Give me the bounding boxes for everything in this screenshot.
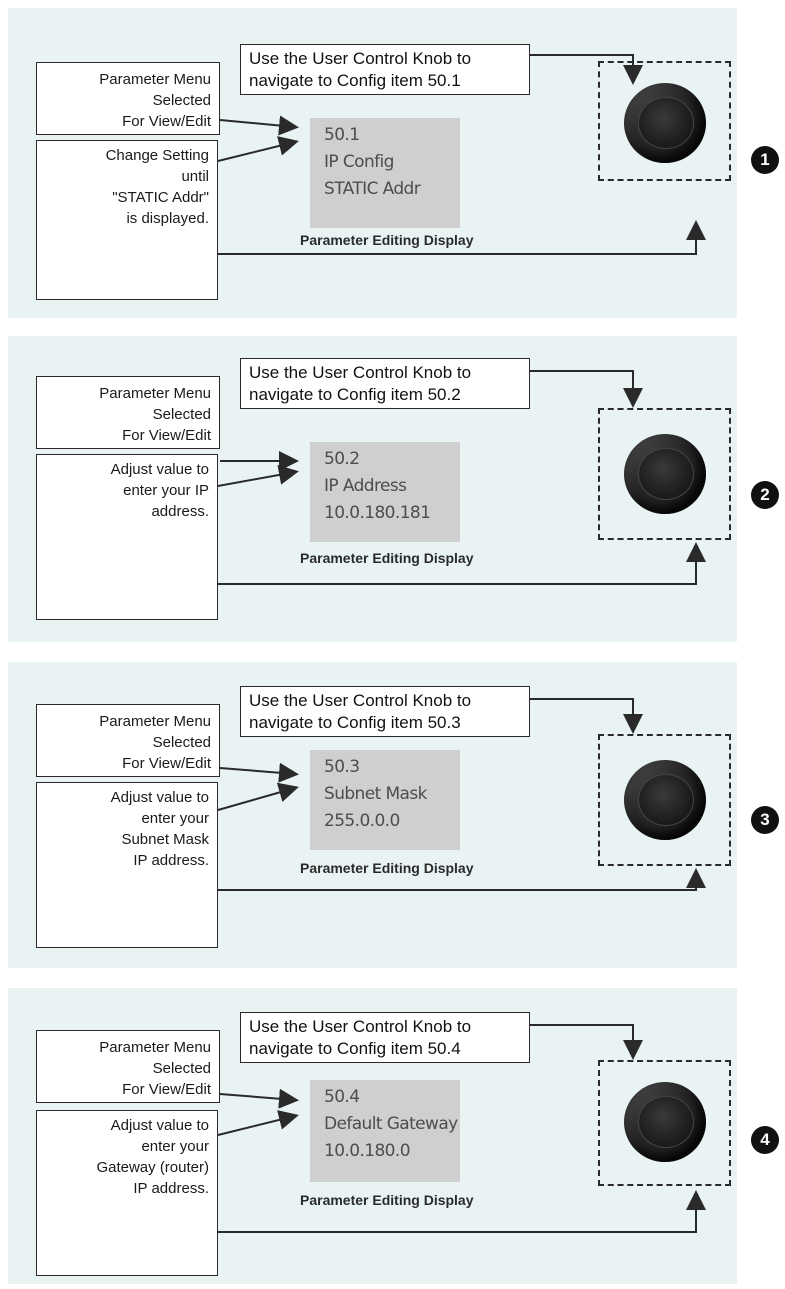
action-line: Change Setting — [105, 147, 209, 164]
display-caption: Parameter Editing Display — [300, 860, 474, 876]
knob-instruction-line: navigate to Config item 50.4 — [249, 1039, 461, 1058]
parameter-editing-display: 50.4 Default Gateway 10.0.180.0 — [310, 1080, 460, 1182]
step-number-badge: 1 — [751, 146, 779, 174]
knob-cap — [638, 97, 694, 149]
menu-label-line: Selected — [152, 92, 211, 109]
parameter-editing-display: 50.2 IP Address 10.0.180.181 — [310, 442, 460, 542]
action-line: is displayed. — [126, 210, 209, 227]
lcd-parameter-value: STATIC Addr — [324, 179, 421, 199]
display-caption: Parameter Editing Display — [300, 1192, 474, 1208]
action-line: until — [181, 168, 209, 185]
lcd-item-number: 50.4 — [324, 1087, 360, 1107]
connector-lines — [217, 54, 706, 255]
menu-label-line: For View/Edit — [122, 427, 211, 444]
step-number-badge: 4 — [751, 1126, 779, 1154]
action-line: address. — [151, 503, 209, 520]
parameter-menu-box: Parameter Menu Selected For View/Edit — [36, 704, 220, 777]
knob-instruction-line: Use the User Control Knob to — [249, 363, 472, 382]
menu-label-line: Parameter Menu — [99, 1039, 211, 1056]
knob-cap — [638, 448, 694, 500]
knob-instruction-box: Use the User Control Knob to navigate to… — [240, 44, 530, 95]
knob-instruction-line: Use the User Control Knob to — [249, 49, 472, 68]
knob-cap — [638, 1096, 694, 1148]
knob-instruction-line: navigate to Config item 50.1 — [249, 71, 461, 90]
parameter-editing-display: 50.1 IP Config STATIC Addr — [310, 118, 460, 228]
connector-lines — [217, 370, 706, 585]
action-instruction-box: Adjust value to enter your Subnet Mask I… — [36, 782, 218, 948]
knob-frame — [598, 408, 731, 540]
parameter-menu-box: Parameter Menu Selected For View/Edit — [36, 1030, 220, 1103]
menu-label-line: For View/Edit — [122, 755, 211, 772]
display-caption: Parameter Editing Display — [300, 232, 474, 248]
parameter-editing-display: 50.3 Subnet Mask 255.0.0.0 — [310, 750, 460, 850]
action-line: Adjust value to — [110, 461, 209, 478]
lcd-item-number: 50.2 — [324, 449, 360, 469]
action-line: Subnet Mask — [121, 831, 209, 848]
lcd-parameter-name: IP Address — [324, 476, 407, 496]
knob-instruction-box: Use the User Control Knob to navigate to… — [240, 686, 530, 737]
parameter-menu-box: Parameter Menu Selected For View/Edit — [36, 376, 220, 449]
knob-instruction-line: navigate to Config item 50.3 — [249, 713, 461, 732]
menu-label-line: For View/Edit — [122, 1081, 211, 1098]
knob-instruction-line: Use the User Control Knob to — [249, 691, 472, 710]
menu-label-line: Selected — [152, 406, 211, 423]
action-line: IP address. — [133, 1180, 209, 1197]
menu-label-line: Parameter Menu — [99, 385, 211, 402]
step-panel-3: Use the User Control Knob to navigate to… — [8, 662, 737, 968]
menu-label-line: Parameter Menu — [99, 713, 211, 730]
step-number-badge: 2 — [751, 481, 779, 509]
connector-lines — [217, 698, 706, 891]
knob-frame — [598, 61, 731, 181]
action-line: Gateway (router) — [96, 1159, 209, 1176]
action-instruction-box: Change Setting until "STATIC Addr" is di… — [36, 140, 218, 300]
step-panel-2: Use the User Control Knob to navigate to… — [8, 336, 737, 642]
menu-label-line: For View/Edit — [122, 113, 211, 130]
lcd-parameter-name: Default Gateway — [324, 1114, 458, 1134]
menu-label-line: Selected — [152, 1060, 211, 1077]
control-knob-icon — [624, 83, 706, 163]
knob-cap — [638, 774, 694, 826]
menu-label-line: Selected — [152, 734, 211, 751]
action-line: enter your IP — [123, 482, 209, 499]
action-line: IP address. — [133, 852, 209, 869]
display-caption: Parameter Editing Display — [300, 550, 474, 566]
knob-frame — [598, 1060, 731, 1186]
step-number-badge: 3 — [751, 806, 779, 834]
control-knob-icon — [624, 434, 706, 514]
lcd-parameter-value: 10.0.180.181 — [324, 503, 431, 523]
lcd-item-number: 50.1 — [324, 125, 360, 145]
knob-instruction-box: Use the User Control Knob to navigate to… — [240, 358, 530, 409]
lcd-parameter-value: 10.0.180.0 — [324, 1141, 411, 1161]
knob-instruction-line: navigate to Config item 50.2 — [249, 385, 461, 404]
lcd-parameter-value: 255.0.0.0 — [324, 811, 400, 831]
knob-instruction-line: Use the User Control Knob to — [249, 1017, 472, 1036]
connector-lines — [217, 1024, 706, 1233]
control-knob-icon — [624, 1082, 706, 1162]
step-panel-4: Use the User Control Knob to navigate to… — [8, 988, 737, 1284]
parameter-menu-box: Parameter Menu Selected For View/Edit — [36, 62, 220, 135]
control-knob-icon — [624, 760, 706, 840]
action-line: enter your — [141, 1138, 209, 1155]
lcd-parameter-name: IP Config — [324, 152, 394, 172]
knob-instruction-box: Use the User Control Knob to navigate to… — [240, 1012, 530, 1063]
lcd-parameter-name: Subnet Mask — [324, 784, 427, 804]
knob-frame — [598, 734, 731, 866]
action-line: Adjust value to — [110, 1117, 209, 1134]
lcd-item-number: 50.3 — [324, 757, 360, 777]
action-instruction-box: Adjust value to enter your Gateway (rout… — [36, 1110, 218, 1276]
action-line: Adjust value to — [110, 789, 209, 806]
action-instruction-box: Adjust value to enter your IP address. — [36, 454, 218, 620]
action-line: enter your — [141, 810, 209, 827]
action-line: "STATIC Addr" — [112, 189, 209, 206]
step-panel-1: Use the User Control Knob to navigate to… — [8, 8, 737, 318]
menu-label-line: Parameter Menu — [99, 71, 211, 88]
